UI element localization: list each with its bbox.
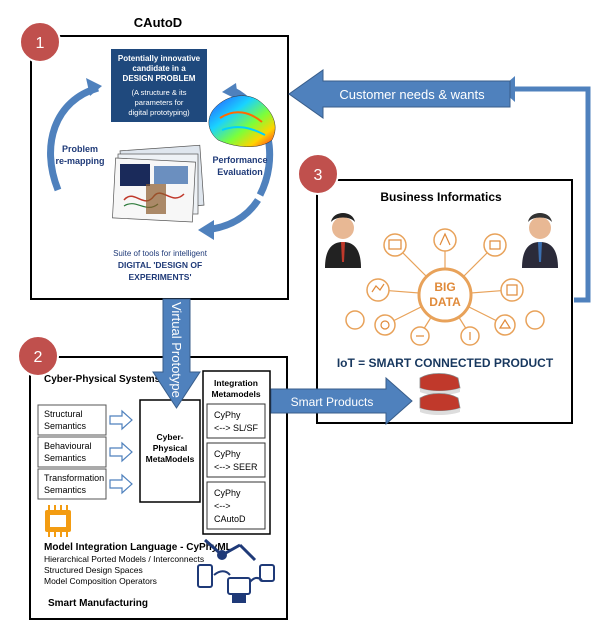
performance-arrowhead <box>198 220 214 240</box>
processor-chip-icon <box>45 505 71 537</box>
integration-title-1: Integration <box>214 378 258 388</box>
candidate-line-3: DESIGN PROBLEM <box>123 74 196 83</box>
candidate-sub-2: parameters for <box>135 98 184 107</box>
metamodel-line-2: Physical <box>153 443 188 453</box>
cyphy-slsf-line-2: <--> SL/SF <box>214 423 259 433</box>
structural-semantics-box <box>37 404 107 436</box>
performance-label-1: Performance <box>212 155 267 165</box>
cyphy-seer-line-1: CyPhy <box>214 449 241 459</box>
performance-label-2: Evaluation <box>217 167 263 177</box>
transformation-line-2: Semantics <box>44 485 87 495</box>
virtual-prototype-arrow <box>152 298 201 409</box>
cyphyml-item-1: Hierarchical Ported Models / Interconnec… <box>44 554 204 564</box>
cps-title: Cyber-Physical Systems <box>44 374 161 385</box>
transformation-semantics-box <box>37 468 107 500</box>
cyphy-cautod-line-2: <--> <box>214 501 231 511</box>
candidate-sub-3: digital prototyping) <box>128 108 190 117</box>
suite-line-3: EXPERIMENTS' <box>129 272 192 282</box>
cyphyml-title: Model Integration Language - CyPhyML <box>44 542 232 553</box>
big-label: BIG <box>434 280 455 294</box>
businessman-icon-right <box>522 213 558 268</box>
cyphy-seer-box <box>206 442 266 478</box>
manufacturing-robot-graphic <box>197 538 275 603</box>
badge-1-number: 1 <box>36 35 45 52</box>
remapping-label-2: re-mapping <box>55 156 104 166</box>
cyphy-cautod-line-1: CyPhy <box>214 488 241 498</box>
remap-arrowhead <box>86 78 102 96</box>
remapping-label-1: Problem <box>62 144 98 154</box>
badge-2-number: 2 <box>34 349 43 366</box>
badge-1 <box>19 21 61 63</box>
smart-products-arrow <box>270 376 413 426</box>
integration-title-2: Metamodels <box>211 389 260 399</box>
cautod-title: CAutoD <box>134 15 182 30</box>
design-problem-box <box>111 49 207 122</box>
semantics-arrows <box>109 409 133 495</box>
candidate-line-1: Potentially innovative <box>118 54 201 63</box>
virtual-prototype-label: Virtual Prototype <box>169 302 184 398</box>
customer-needs-label: Customer needs & wants <box>339 87 485 102</box>
metamodel-line-3: MetaModels <box>146 454 195 464</box>
remap-arc <box>47 84 100 192</box>
businessman-icon-left <box>325 213 361 268</box>
tool-suite-image <box>112 144 205 223</box>
metamodel-line-1: Cyber- <box>157 432 184 442</box>
structural-line-1: Structural <box>44 409 83 419</box>
candidate-sub-1: (A structure & its <box>131 88 186 97</box>
cyphy-cautod-line-3: CAutoD <box>214 514 246 524</box>
big-data-graphic <box>345 228 545 346</box>
smart-manufacturing-label: Smart Manufacturing <box>48 598 148 609</box>
suite-line-2: DIGITAL 'DESIGN OF <box>118 260 202 270</box>
badge-3-number: 3 <box>314 167 323 184</box>
smart-product-image <box>419 373 461 415</box>
behavioural-semantics-box <box>37 436 107 468</box>
cyphy-slsf-box <box>206 403 266 439</box>
smart-products-label: Smart Products <box>291 395 374 409</box>
behavioural-line-1: Behavioural <box>44 441 92 451</box>
customer-connector-line <box>510 86 591 303</box>
cyphy-slsf-line-1: CyPhy <box>214 410 241 420</box>
heatmap-image <box>208 95 276 147</box>
structural-line-2: Semantics <box>44 421 87 431</box>
candidate-line-2: candidate in a <box>132 64 186 73</box>
badge-2 <box>17 335 59 377</box>
badge-3 <box>297 153 339 195</box>
cyphyml-item-2: Structured Design Spaces <box>44 565 143 575</box>
cyber-physical-metamodels-box <box>139 399 201 503</box>
cyphy-seer-line-2: <--> SEER <box>214 462 258 472</box>
transformation-line-1: Transformation <box>44 473 104 483</box>
iot-label: IoT = SMART CONNECTED PRODUCT <box>337 356 554 370</box>
cyphy-cautod-box <box>206 481 266 530</box>
customer-needs-arrow <box>288 69 511 119</box>
data-label: DATA <box>429 295 461 309</box>
suite-line-1: Suite of tools for intelligent <box>113 249 208 258</box>
top-right-arrowhead <box>222 83 238 100</box>
cyphyml-item-3: Model Composition Operators <box>44 576 157 586</box>
business-title: Business Informatics <box>380 190 502 204</box>
behavioural-line-2: Semantics <box>44 453 87 463</box>
